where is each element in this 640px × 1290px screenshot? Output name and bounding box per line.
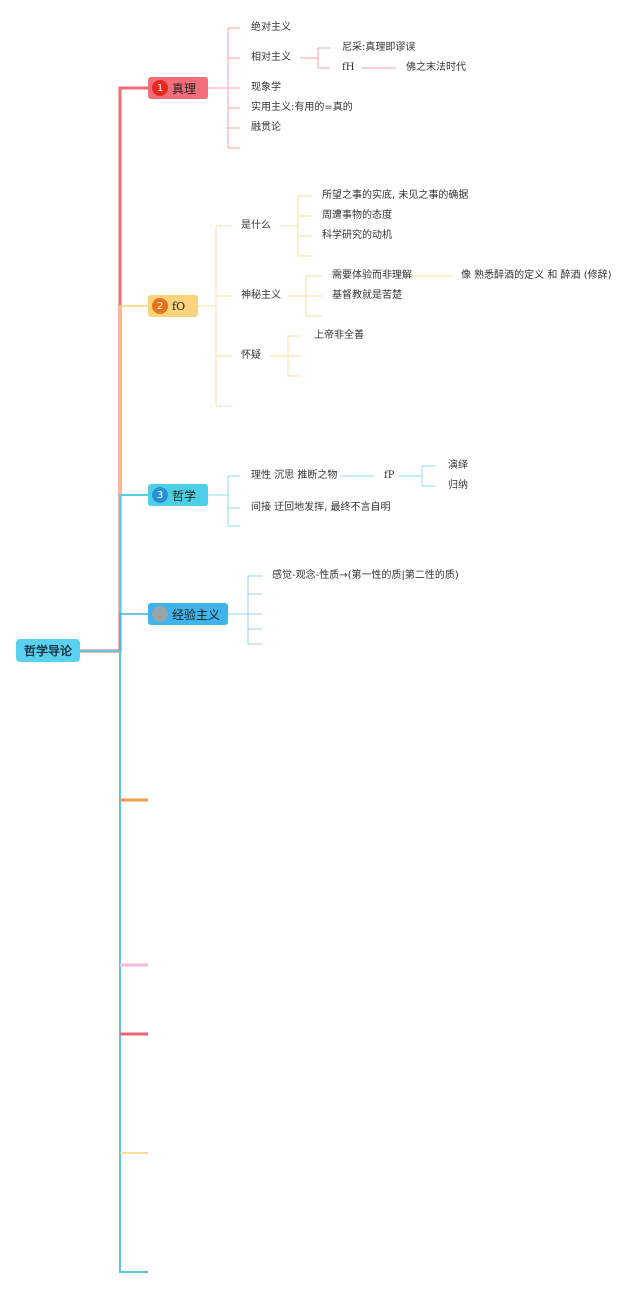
trunk-line-2: [119, 305, 148, 651]
empiricism-item-1: 感觉-观念-性质→(第一性的质|第二性的质): [272, 570, 459, 581]
fo-item-doubt: 怀疑: [241, 350, 261, 361]
branch-node-empiricism[interactable]: 4 经验主义: [148, 603, 228, 625]
truth-item-coherence: 融贯论: [251, 122, 281, 133]
root-node[interactable]: 哲学导论: [16, 639, 80, 662]
fo-item-what: 是什么: [241, 220, 271, 231]
doubt-item-1: 上帝非全善: [314, 330, 364, 341]
philosophy-item-deduction: 演绎: [448, 460, 468, 471]
mystic-item-1-note: 像 熟悉醉酒的定义 和 醉酒 (修辞): [461, 270, 612, 281]
relativism-nietzsche: 尼采:真理即谬误: [342, 42, 416, 53]
truth-item-absolutism: 绝对主义: [251, 22, 291, 33]
number-badge-2: 2: [152, 298, 168, 314]
branch-node-philosophy[interactable]: 3 哲学: [148, 484, 208, 506]
trunk-line-3: [119, 494, 148, 651]
branch-node-truth[interactable]: 1 真理: [148, 77, 208, 99]
philosophy-item-induction: 归纳: [448, 480, 468, 491]
relativism-fh: fH: [342, 62, 355, 73]
philosophy-item-indirect: 间接 迂回地发挥, 最终不言自明: [251, 502, 391, 513]
truth-item-relativism: 相对主义: [251, 52, 291, 63]
what-item-2: 周遭事物的态度: [322, 210, 392, 221]
relativism-buddhism: 佛之末法时代: [406, 62, 466, 73]
philosophy-item-reason: 理性 沉思 推断之物: [251, 470, 338, 481]
number-badge-1: 1: [152, 80, 168, 96]
mystic-item-1: 需要体验而非理解: [332, 270, 412, 281]
branch-label-truth: 真理: [172, 81, 197, 96]
what-item-3: 科学研究的动机: [322, 230, 392, 241]
philosophy-item-fp: fP: [384, 470, 395, 481]
number-badge-3: 3: [152, 487, 168, 503]
trunk-line-1: [80, 86, 148, 653]
truth-item-pragmatism: 实用主义:有用的=真的: [251, 102, 353, 113]
what-item-1: 所望之事的实底, 未见之事的确据: [322, 190, 469, 201]
trunk-line-lower: [80, 650, 148, 1273]
number-badge-4: 4: [152, 606, 168, 622]
mystic-item-2: 基督教就是苦楚: [332, 290, 402, 301]
branch-label-empiricism: 经验主义: [172, 607, 221, 622]
trunk-line-4: [119, 613, 148, 651]
fo-item-mysticism: 神秘主义: [241, 290, 281, 301]
truth-item-phenomenology: 现象学: [251, 82, 281, 93]
branch-label-philosophy: 哲学: [172, 488, 197, 503]
branch-label-fo: fO: [172, 299, 186, 313]
branch-node-fo[interactable]: 2 fO: [148, 295, 198, 317]
